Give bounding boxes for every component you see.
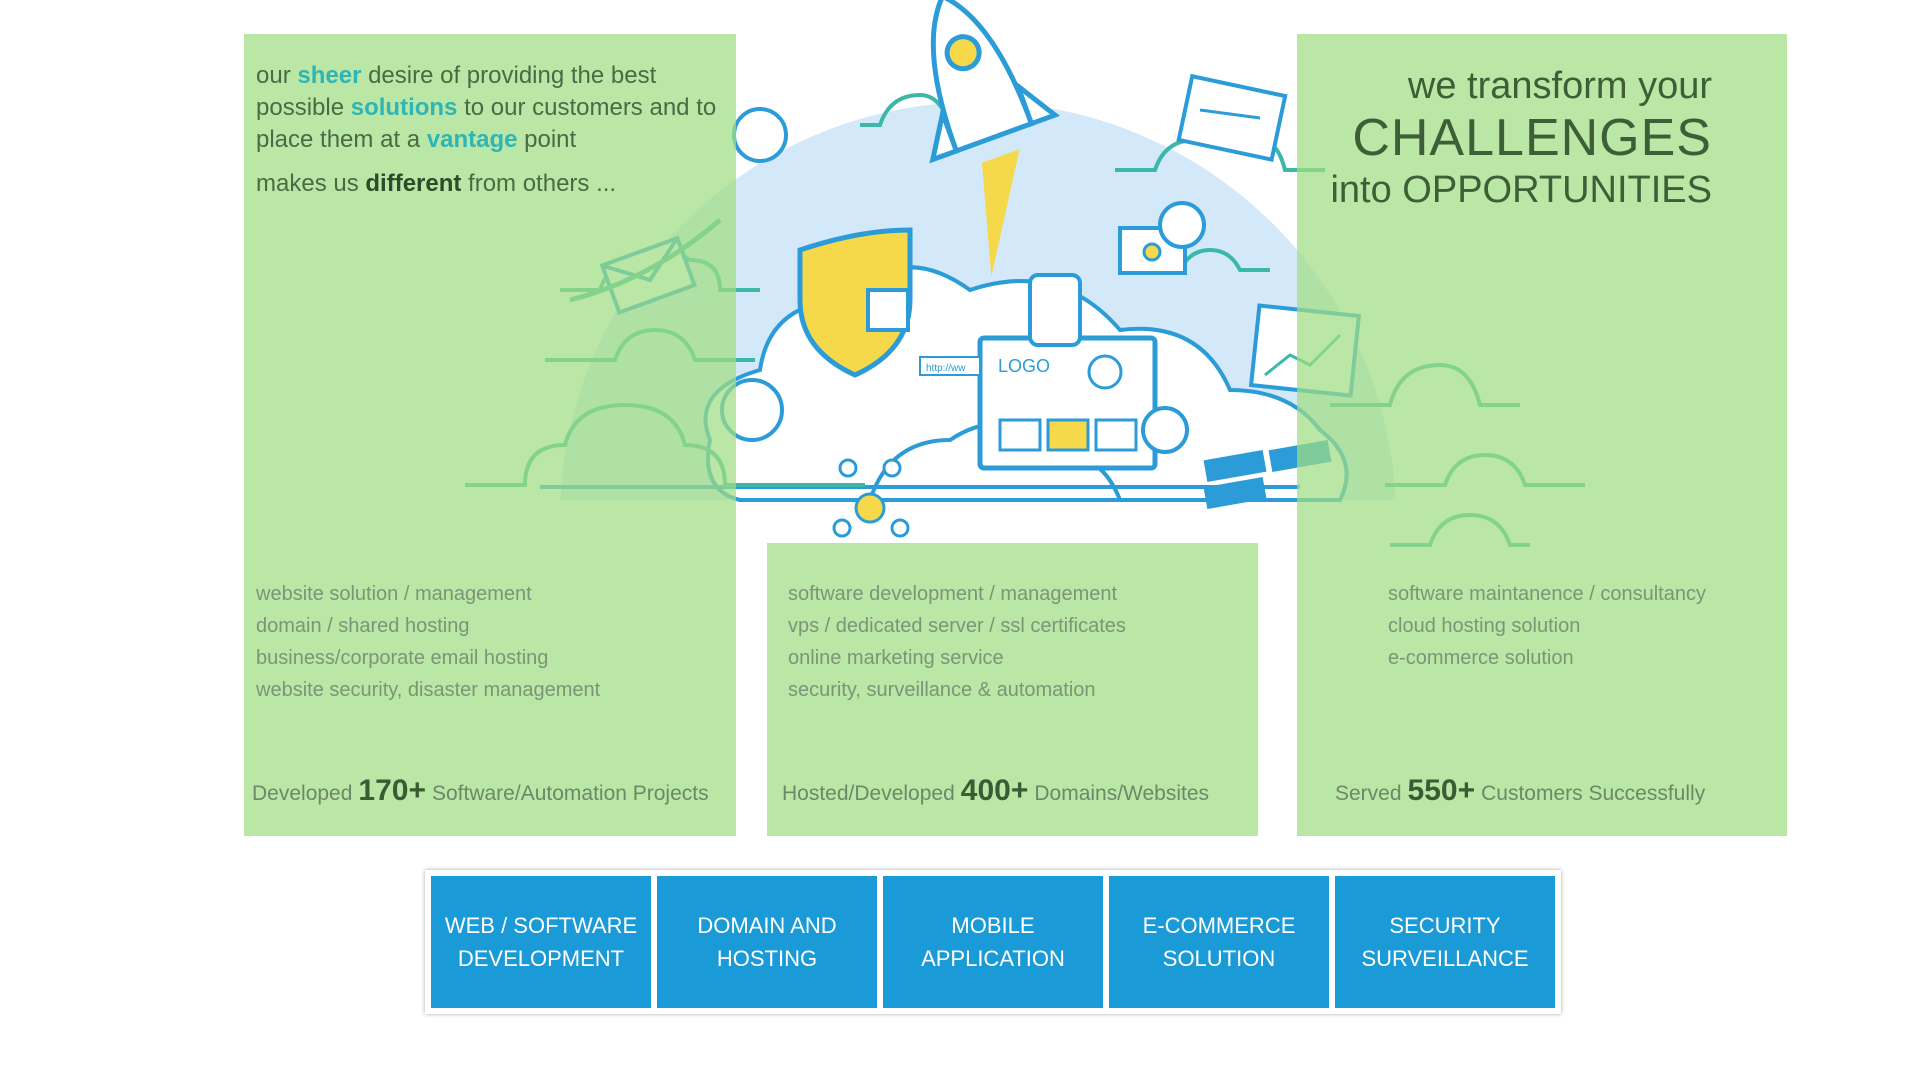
monitor-logo-text: LOGO	[998, 356, 1050, 376]
stat-number: 550+	[1407, 774, 1476, 807]
list-item: website security, disaster management	[256, 679, 601, 701]
shield-lock-icon	[797, 227, 913, 378]
tab-e-commerce-solution[interactable]: E-COMMERCE SOLUTION	[1109, 876, 1329, 1008]
tab-domain-and-hosting[interactable]: DOMAIN AND HOSTING	[657, 876, 877, 1008]
panel-right	[1297, 34, 1787, 836]
list-item: domain / shared hosting	[256, 615, 470, 637]
stat-prefix: Developed	[252, 782, 353, 805]
list-item: security, surveillance & automation	[788, 679, 1096, 701]
globe-icon	[732, 107, 788, 163]
list-item: cloud hosting solution	[1388, 615, 1581, 637]
stat-number: 170+	[358, 774, 426, 807]
intro-paragraph-2: makes us different from others ...	[256, 170, 617, 197]
stat-prefix: Hosted/Developed	[782, 782, 955, 805]
service-list-left: website solution / management domain / s…	[256, 578, 600, 706]
intro-text: our sheer desire of providing the best p…	[256, 60, 726, 200]
list-item: business/corporate email hosting	[256, 647, 549, 669]
stat-suffix: Domains/Websites	[1034, 782, 1210, 805]
stat-suffix: Customers Successfully	[1481, 782, 1706, 805]
list-item: e-commerce solution	[1388, 647, 1574, 669]
stat-number: 400+	[960, 774, 1029, 807]
phone-icon	[1028, 273, 1082, 347]
tagline-line-1: we transform your	[1407, 65, 1712, 107]
globe-icon-3	[1141, 406, 1189, 454]
url-bar	[919, 356, 981, 376]
document-icon	[1176, 73, 1288, 163]
tab-mobile-application[interactable]: MOBILE APPLICATION	[883, 876, 1103, 1008]
tagline: we transform your CHALLENGES into OPPORT…	[1330, 62, 1712, 214]
list-item: software maintanence / consultancy	[1388, 583, 1706, 605]
monitor-icon: LOGO	[977, 335, 1158, 471]
list-item: software development / management	[788, 583, 1118, 605]
service-list-right: software maintanence / consultancy cloud…	[1388, 578, 1706, 674]
stat-prefix: Served	[1335, 782, 1402, 805]
panel-left	[244, 34, 736, 836]
panel-center	[767, 543, 1258, 836]
rocket-icon	[929, 0, 1061, 277]
stat-suffix: Software/Automation Projects	[431, 782, 709, 805]
list-item: online marketing service	[788, 647, 1004, 669]
service-list-center: software development / management vps / …	[788, 578, 1126, 706]
tagline-line-2: CHALLENGES	[1352, 109, 1712, 167]
list-item: website solution / management	[256, 583, 532, 605]
browser-eye-icon	[1118, 201, 1206, 275]
list-item: vps / dedicated server / ssl certificate…	[788, 615, 1126, 637]
intro-paragraph-1: our sheer desire of providing the best p…	[256, 62, 717, 153]
tab-security-surveillance[interactable]: SECURITY SURVEILLANCE	[1335, 876, 1555, 1008]
url-bar-text: http://ww	[926, 363, 966, 374]
tab-web-software-development[interactable]: WEB / SOFTWARE DEVELOPMENT	[431, 876, 651, 1008]
network-node-icon	[832, 458, 910, 538]
service-tabs: WEB / SOFTWARE DEVELOPMENT DOMAIN AND HO…	[425, 870, 1561, 1014]
tagline-line-3: into OPPORTUNITIES	[1330, 169, 1712, 211]
